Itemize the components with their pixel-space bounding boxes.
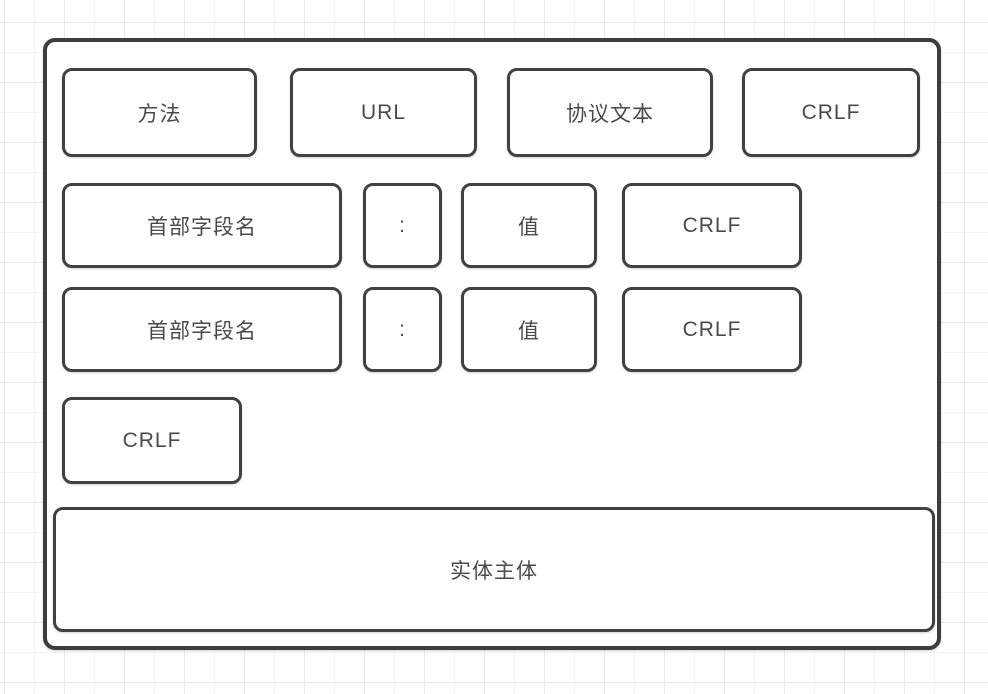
box-header-field-name-2: 首部字段名 [62,287,342,372]
box-value-1: 值 [461,183,597,268]
box-header-field-name-1: 首部字段名 [62,183,342,268]
box-entity-body: 实体主体 [53,507,935,632]
box-crlf-header-1: CRLF [622,183,802,268]
box-value-2: 值 [461,287,597,372]
box-crlf-blank-line: CRLF [62,397,242,484]
box-crlf-header-2: CRLF [622,287,802,372]
box-colon-1: : [363,183,442,268]
box-crlf-request-line: CRLF [742,68,920,157]
box-method: 方法 [62,68,257,157]
box-url: URL [290,68,477,157]
box-protocol-version: 协议文本 [507,68,713,157]
http-message-container: 方法 URL 协议文本 CRLF 首部字段名 : 值 CRLF 首部字段名 : … [43,38,941,650]
box-colon-2: : [363,287,442,372]
